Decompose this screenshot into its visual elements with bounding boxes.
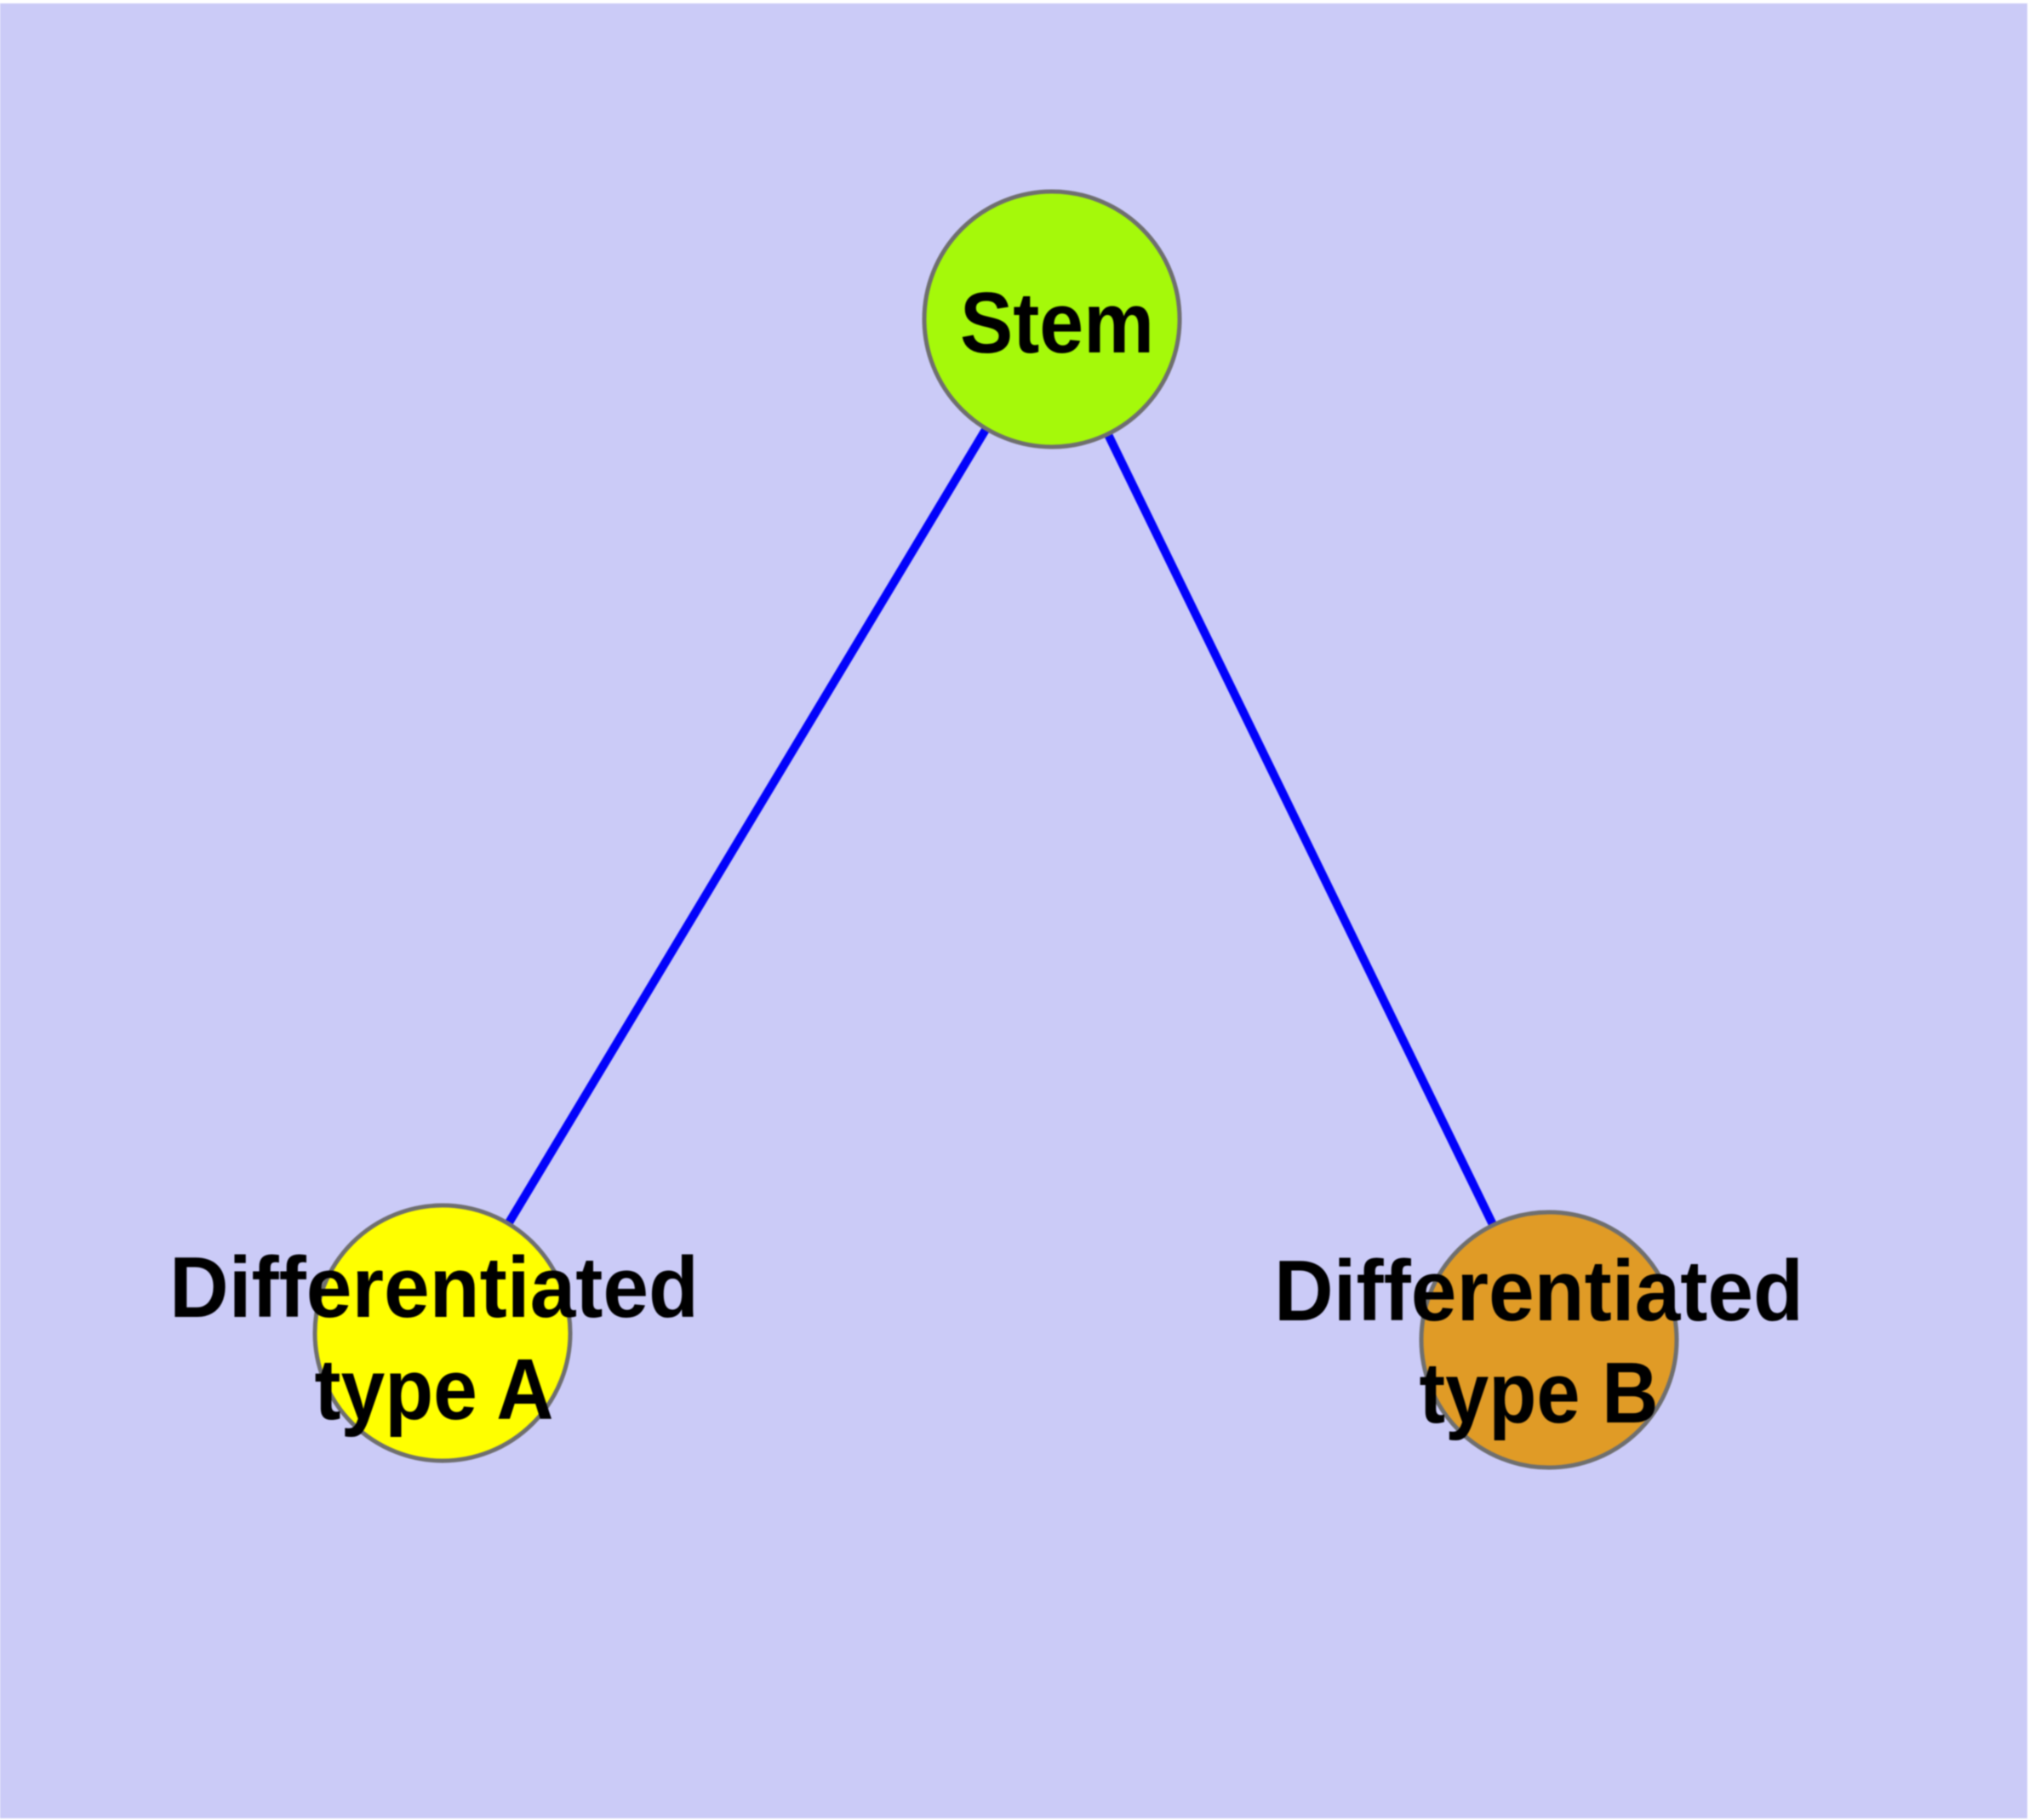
svg-text:type B: type B bbox=[1420, 1346, 1659, 1441]
svg-text:Differentiated: Differentiated bbox=[1274, 1244, 1803, 1339]
svg-text:type A: type A bbox=[315, 1342, 554, 1438]
svg-text:Differentiated: Differentiated bbox=[169, 1240, 699, 1336]
svg-text:Stem: Stem bbox=[960, 276, 1154, 371]
